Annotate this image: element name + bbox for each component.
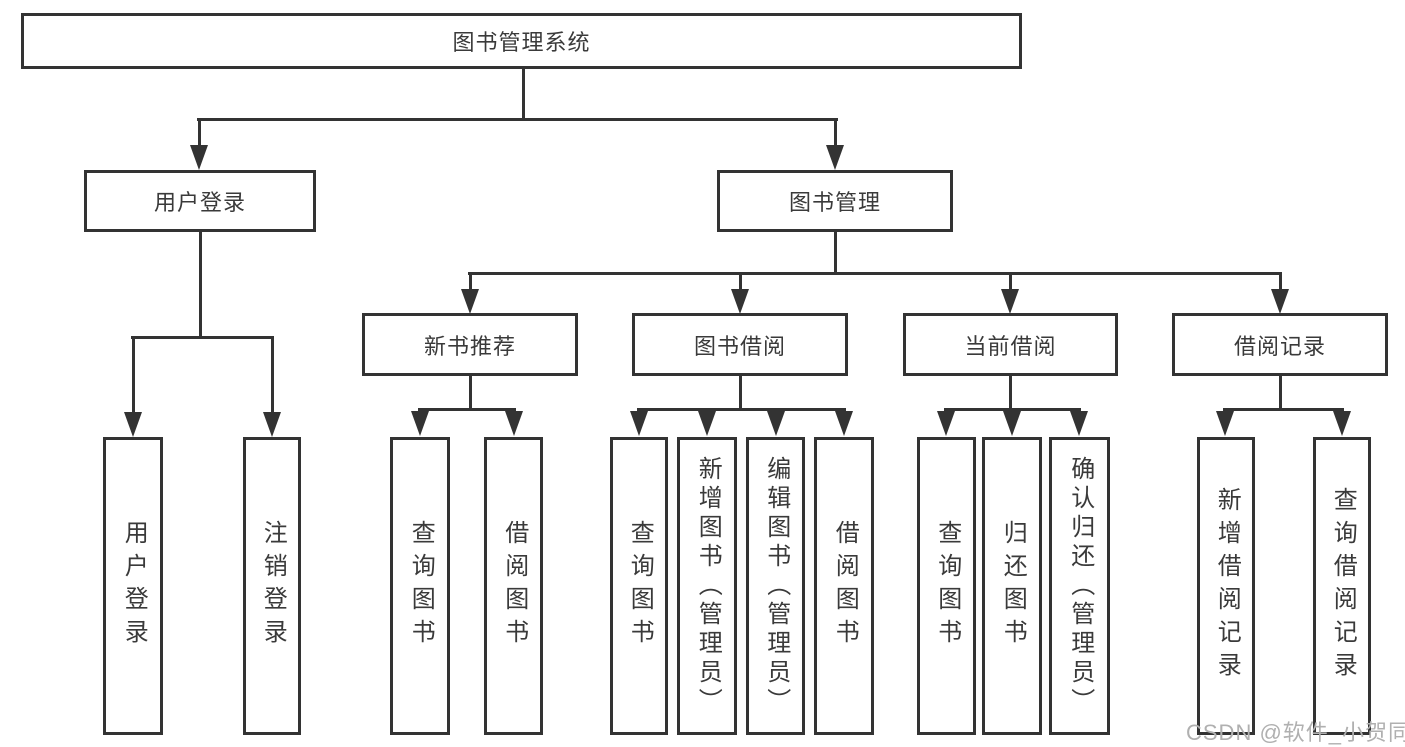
node-book-borrowing-label: 图书借阅: [693, 333, 786, 359]
connector-line: [1278, 272, 1282, 289]
arrow-down-icon: [698, 411, 716, 436]
node-user-login-module-label: 用户登录: [153, 190, 246, 215]
leaf-confirm-return-admin: 确认归还（管理员）: [1049, 437, 1110, 735]
connector-line: [1008, 272, 1012, 289]
node-book-management-label: 图书管理: [788, 190, 881, 215]
arrow-down-icon: [1070, 411, 1088, 436]
arrow-down-icon: [826, 145, 844, 170]
watermark-text: CSDN @软件_小贺同学: [1186, 720, 1405, 745]
leaf-borrow-books: 借阅图书: [814, 437, 874, 735]
connector-line: [131, 336, 273, 339]
connector-line: [738, 272, 742, 289]
connector-line: [637, 408, 846, 411]
leaf-logout-label: 注销登录: [259, 520, 287, 652]
node-current-borrowing: 当前借阅: [903, 313, 1118, 376]
leaf-return-books-label: 归还图书: [999, 520, 1027, 652]
leaf-edit-books-admin: 编辑图书（管理员）: [746, 437, 805, 735]
leaf-borrow-books-recommend-label: 借阅图书: [500, 520, 528, 652]
leaf-add-borrow-record: 新增借阅记录: [1197, 437, 1255, 735]
connector-line: [521, 69, 525, 118]
connector-line: [1008, 376, 1012, 408]
connector-line: [468, 272, 472, 289]
leaf-add-books-admin-label: 新增图书（管理员）: [694, 455, 722, 717]
connector-line: [738, 376, 742, 408]
leaf-borrow-books-label: 借阅图书: [831, 520, 859, 652]
arrow-down-icon: [767, 411, 785, 436]
leaf-query-borrow-record-label: 查询借阅记录: [1329, 487, 1357, 685]
arrow-down-icon: [1271, 289, 1289, 314]
connector-line: [197, 118, 201, 147]
arrow-down-icon: [1003, 411, 1021, 436]
leaf-query-borrow-record: 查询借阅记录: [1313, 437, 1371, 735]
arrow-down-icon: [411, 411, 429, 436]
node-new-book-recommend-label: 新书推荐: [423, 333, 516, 359]
connector-line: [198, 232, 202, 336]
arrow-down-icon: [937, 411, 955, 436]
leaf-query-books-current-label: 查询图书: [933, 520, 961, 652]
connector-line: [197, 118, 838, 121]
connector-line: [418, 408, 516, 411]
arrow-down-icon: [505, 411, 523, 436]
connector-line: [270, 336, 274, 412]
node-book-borrowing: 图书借阅: [632, 313, 848, 376]
node-borrowing-records: 借阅记录: [1172, 313, 1388, 376]
arrow-down-icon: [731, 289, 749, 314]
leaf-query-books-current: 查询图书: [917, 437, 976, 735]
connector-line: [468, 376, 472, 408]
connector-line: [833, 232, 837, 272]
leaf-query-books-recommend: 查询图书: [390, 437, 450, 735]
leaf-user-login: 用户登录: [103, 437, 163, 735]
arrow-down-icon: [630, 411, 648, 436]
node-root-label: 图书管理系统: [452, 30, 591, 55]
node-book-management: 图书管理: [717, 170, 953, 232]
node-current-borrowing-label: 当前借阅: [964, 333, 1057, 359]
arrow-down-icon: [124, 412, 142, 437]
leaf-add-books-admin: 新增图书（管理员）: [677, 437, 737, 735]
arrow-down-icon: [190, 145, 208, 170]
arrow-down-icon: [263, 412, 281, 437]
arrow-down-icon: [461, 289, 479, 314]
leaf-query-books-borrowing: 查询图书: [610, 437, 668, 735]
node-user-login-module: 用户登录: [84, 170, 316, 232]
node-borrowing-records-label: 借阅记录: [1233, 333, 1326, 359]
leaf-query-books-recommend-label: 查询图书: [407, 520, 435, 652]
connector-line: [1278, 376, 1282, 408]
connector-line: [944, 408, 1081, 411]
leaf-query-books-borrowing-label: 查询图书: [626, 520, 654, 652]
leaf-confirm-return-admin-label: 确认归还（管理员）: [1066, 455, 1094, 717]
leaf-return-books: 归还图书: [982, 437, 1042, 735]
connector-line: [1223, 408, 1344, 411]
node-new-book-recommend: 新书推荐: [362, 313, 578, 376]
leaf-add-borrow-record-label: 新增借阅记录: [1213, 487, 1241, 685]
leaf-edit-books-admin-label: 编辑图书（管理员）: [762, 455, 790, 717]
arrow-down-icon: [1216, 411, 1234, 436]
node-root: 图书管理系统: [21, 13, 1022, 69]
arrow-down-icon: [1333, 411, 1351, 436]
arrow-down-icon: [835, 411, 853, 436]
connector-line: [833, 118, 837, 147]
connector-line: [131, 336, 135, 412]
leaf-user-login-label: 用户登录: [120, 520, 148, 652]
arrow-down-icon: [1001, 289, 1019, 314]
leaf-logout: 注销登录: [243, 437, 301, 735]
leaf-borrow-books-recommend: 借阅图书: [484, 437, 543, 735]
connector-line: [468, 272, 1282, 275]
